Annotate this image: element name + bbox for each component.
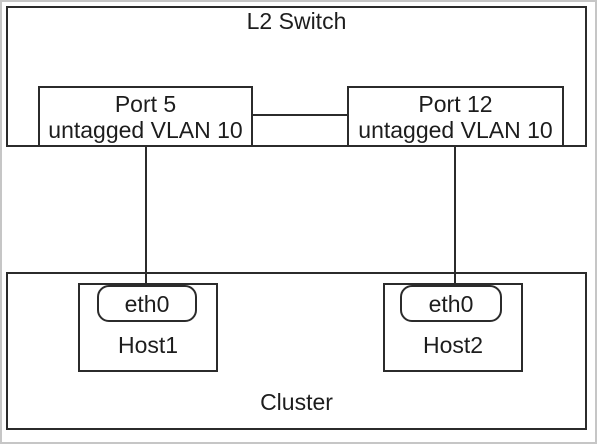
l2-switch-title: L2 Switch (246, 8, 347, 34)
link-port5-host1 (145, 145, 147, 287)
port12-name: Port 12 (418, 90, 493, 117)
host2-name: Host2 (422, 332, 484, 358)
port5-vlan: untagged VLAN 10 (48, 116, 243, 143)
cluster-title: Cluster (260, 389, 333, 415)
host1-name: Host1 (117, 332, 179, 358)
port5-box: Port 5 untagged VLAN 10 (38, 86, 253, 147)
link-port12-host2 (454, 145, 456, 287)
eth0-interface-host1: eth0 (97, 285, 197, 322)
eth0-label-host1: eth0 (124, 290, 170, 317)
eth0-label-host2: eth0 (428, 290, 474, 317)
port5-name: Port 5 (114, 90, 177, 117)
eth0-interface-host2: eth0 (400, 285, 502, 322)
cluster-box (6, 272, 587, 430)
link-port5-port12 (253, 114, 347, 116)
port12-box: Port 12 untagged VLAN 10 (347, 86, 564, 147)
port12-vlan: untagged VLAN 10 (358, 116, 553, 143)
